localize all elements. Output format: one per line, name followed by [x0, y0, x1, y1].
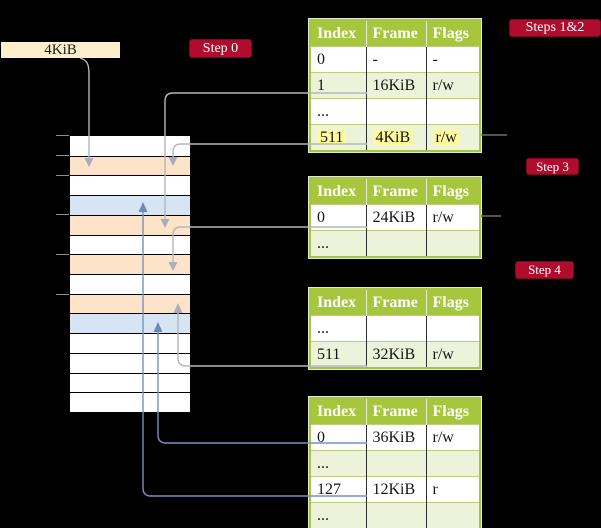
memory-frame-row-8 [70, 293, 190, 314]
cell: 1 [310, 72, 366, 99]
memory-tick [56, 135, 69, 136]
memory-frame-row-11 [70, 352, 190, 373]
table-row-3: 511 4KiB r/w [310, 124, 480, 151]
memory-frame-row-3 [70, 195, 190, 215]
memory-map [69, 135, 191, 413]
memory-tick [56, 175, 69, 176]
cell [365, 230, 426, 257]
cell: r/w [425, 124, 480, 151]
cell: r/w [425, 72, 480, 99]
cell: ... [310, 98, 366, 125]
column-header-flags: Flags [425, 178, 480, 205]
memory-tick [56, 155, 69, 156]
table-row-1: ... [310, 230, 480, 257]
badge-step-4: Step 4 [515, 261, 574, 279]
column-header-index: Index [310, 178, 366, 205]
cell: 0 [310, 204, 366, 231]
memory-tick [56, 254, 69, 255]
cell [365, 502, 426, 528]
cell: r/w [425, 341, 480, 368]
memory-tick [56, 214, 69, 215]
cell [425, 502, 480, 528]
memory-frame-row-1 [70, 155, 190, 176]
cell: 127 [310, 476, 366, 503]
cell: 36KiB [365, 424, 426, 451]
table-row-0: ... [310, 315, 480, 342]
cell [365, 315, 426, 342]
table-row-2: ... [310, 98, 480, 125]
memory-frame-row-5 [70, 234, 190, 255]
column-header-flags: Flags [425, 289, 480, 316]
table-row-3: ... [310, 502, 480, 528]
column-header-flags: Flags [425, 398, 480, 425]
column-header-frame: Frame [365, 178, 426, 205]
memory-frame-row-6 [70, 254, 190, 274]
cell [365, 450, 426, 477]
badge-step-0: Step 0 [189, 39, 252, 58]
cell: ... [310, 450, 366, 477]
cell: 0 [310, 424, 366, 451]
column-header-index: Index [310, 398, 366, 425]
cell: 0 [310, 46, 366, 73]
column-header-frame: Frame [365, 289, 426, 316]
memory-frame-row-13 [70, 392, 190, 412]
cell: 511 [310, 341, 366, 368]
memory-tick [56, 294, 69, 295]
memory-frame-row-7 [70, 273, 190, 294]
cell: 32KiB [365, 341, 426, 368]
cell [425, 98, 480, 125]
column-header-flags: Flags [425, 20, 480, 47]
column-header-frame: Frame [365, 20, 426, 47]
cell: r [425, 476, 480, 503]
table-row-0: 0-- [310, 46, 480, 73]
cell: - [425, 46, 480, 73]
badge-steps-1-2: Steps 1&2 [509, 19, 601, 37]
frame-size-label: 4KiB [1, 42, 120, 58]
highlighted-value: 4KiB [372, 129, 414, 146]
cell: 511 [310, 124, 366, 151]
cell [425, 315, 480, 342]
cell: r/w [425, 424, 480, 451]
highlighted-value: r/w [432, 129, 460, 146]
cell: 24KiB [365, 204, 426, 231]
cell: - [365, 46, 426, 73]
column-header-frame: Frame [365, 398, 426, 425]
memory-frame-row-12 [70, 372, 190, 393]
memory-frame-row-10 [70, 333, 190, 353]
table-row-1: ... [310, 450, 480, 477]
memory-frame-row-9 [70, 313, 190, 334]
cell: 12KiB [365, 476, 426, 503]
cell [425, 450, 480, 477]
memory-frame-row-4 [70, 214, 190, 235]
column-header-index: Index [310, 289, 366, 316]
column-header-index: Index [310, 20, 366, 47]
memory-frame-row-0 [70, 136, 190, 156]
cell: r/w [425, 204, 480, 231]
cell: ... [310, 502, 366, 528]
cell: ... [310, 315, 366, 342]
memory-frame-row-2 [70, 175, 190, 196]
cell: 4KiB [365, 124, 426, 151]
badge-step-3: Step 3 [526, 158, 579, 175]
cell: 16KiB [365, 72, 426, 99]
cell [425, 230, 480, 257]
cell [365, 98, 426, 125]
cell: ... [310, 230, 366, 257]
highlighted-value: 511 [317, 129, 347, 146]
